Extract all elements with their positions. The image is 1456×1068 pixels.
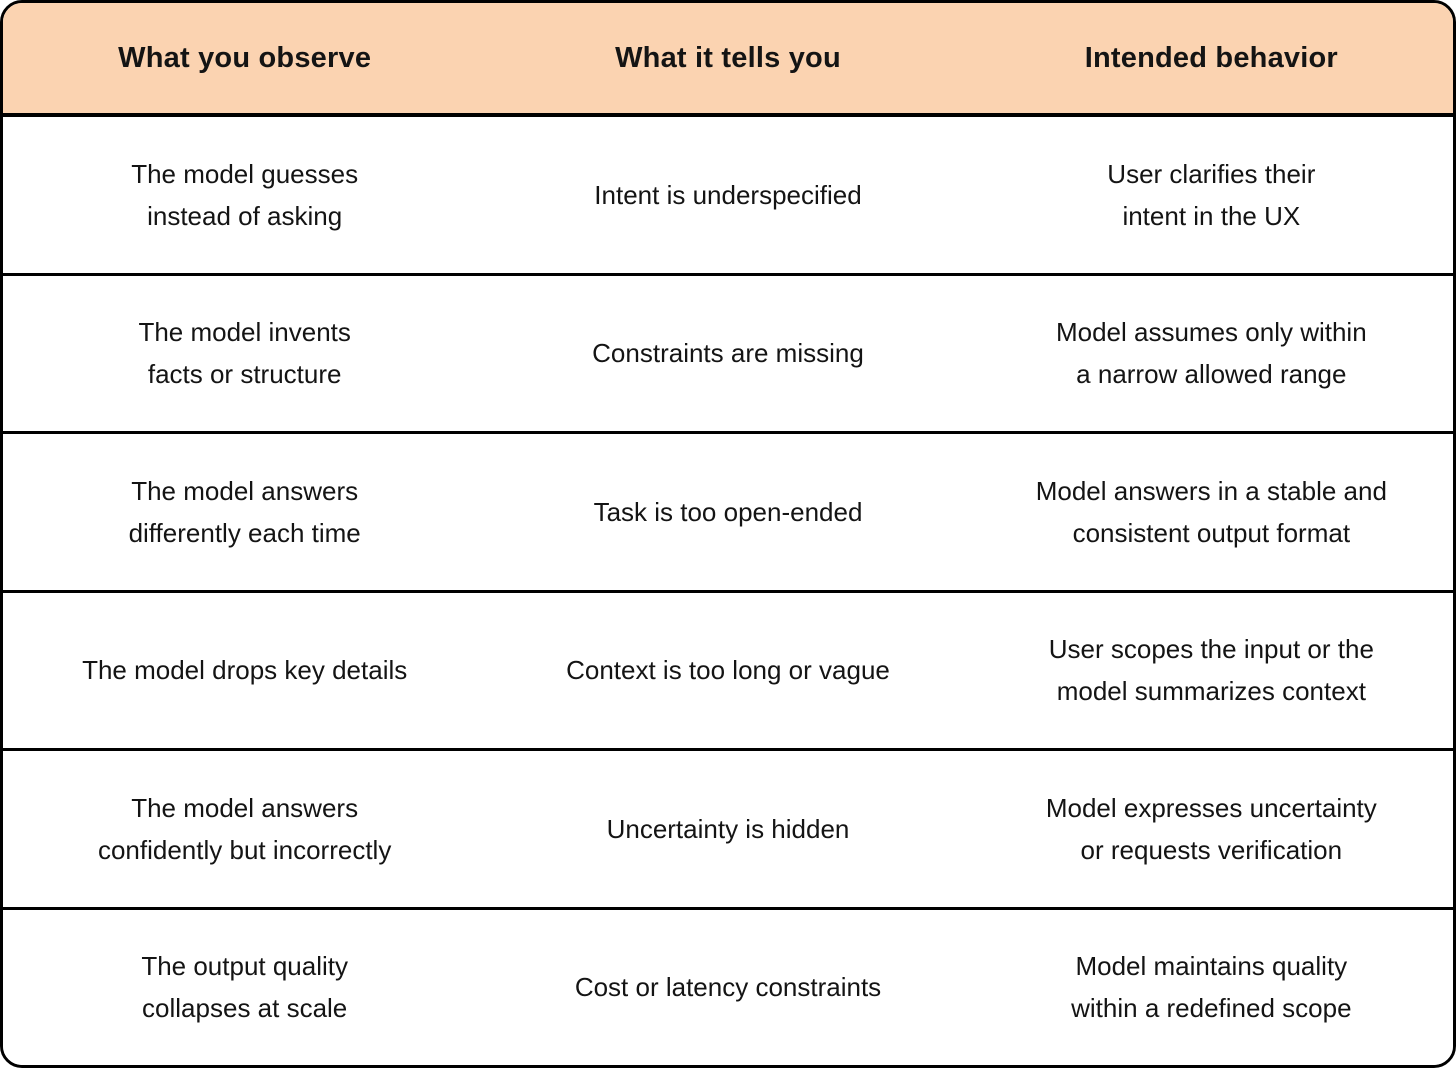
table-header-row: What you observe What it tells you Inten… (3, 3, 1453, 117)
table-row: The model guesses instead of asking Inte… (3, 117, 1453, 273)
cell-intended: Model assumes only within a narrow allow… (1055, 317, 1367, 390)
cell-observe: The model answers confidently but incorr… (97, 792, 392, 865)
cell-tells: Constraints are missing (592, 338, 864, 369)
cell-tells: Task is too open-ended (593, 496, 863, 527)
cell-tells: Cost or latency constraints (574, 972, 882, 1003)
cell-intended: Model expresses uncertainty or requests … (1045, 792, 1377, 865)
cell-observe: The model answers differently each time (128, 475, 361, 548)
cell-tells: Uncertainty is hidden (606, 813, 850, 844)
header-cell-observe: What you observe (118, 41, 372, 74)
cell-observe: The model guesses instead of asking (131, 158, 359, 231)
cell-intended: User scopes the input or the model summa… (1048, 634, 1374, 707)
cell-observe: The output quality collapses at scale (141, 951, 349, 1024)
table-row: The model answers differently each time … (3, 431, 1453, 590)
cell-tells: Context is too long or vague (566, 655, 890, 686)
cell-tells: Intent is underspecified (594, 179, 862, 210)
cell-intended: Model maintains quality within a redefin… (1071, 951, 1352, 1024)
table-body: The model guesses instead of asking Inte… (3, 117, 1453, 1065)
cell-intended: User clarifies their intent in the UX (1107, 158, 1316, 231)
table-row: The model drops key details Context is t… (3, 589, 1453, 748)
table-row: The model invents facts or structure Con… (3, 272, 1453, 431)
table-row: The model answers confidently but incorr… (3, 748, 1453, 907)
header-cell-intended: Intended behavior (1084, 41, 1338, 74)
cell-observe: The model drops key details (82, 655, 408, 686)
cell-observe: The model invents facts or structure (138, 317, 351, 390)
header-cell-tells: What it tells you (615, 41, 841, 74)
cell-intended: Model answers in a stable and consistent… (1035, 475, 1387, 548)
table-row: The output quality collapses at scale Co… (3, 906, 1453, 1065)
